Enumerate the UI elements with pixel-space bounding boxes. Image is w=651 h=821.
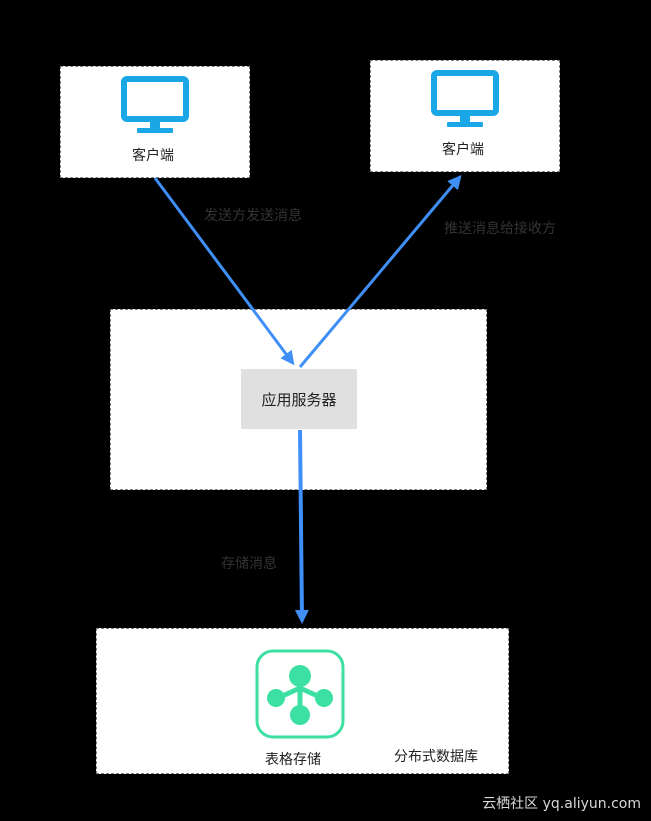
client-left-label: 客户端 xyxy=(132,148,174,164)
client-right-label: 客户端 xyxy=(442,142,484,158)
push-arrow xyxy=(298,174,462,368)
monitor-icon xyxy=(121,76,189,133)
table-store-label: 表格存储 xyxy=(265,752,321,768)
client-left-box: 客户端 xyxy=(60,66,250,178)
watermark-text: 云栖社区 yq.aliyun.com xyxy=(482,796,641,812)
monitor-icon xyxy=(431,70,499,127)
app-server-node: 应用服务器 xyxy=(241,369,357,429)
push-edge-label: 推送消息给接收方 xyxy=(444,221,556,237)
database-group-label: 分布式数据库 xyxy=(394,749,478,765)
app-server-label: 应用服务器 xyxy=(261,390,337,409)
store-arrow xyxy=(294,429,309,624)
store-edge-label: 存储消息 xyxy=(221,556,277,572)
client-right-box: 客户端 xyxy=(370,60,560,172)
send-arrow xyxy=(153,177,295,366)
send-edge-label: 发送方发送消息 xyxy=(204,208,302,224)
table-store-icon xyxy=(255,649,345,739)
database-box: 表格存储 分布式数据库 xyxy=(96,628,509,774)
